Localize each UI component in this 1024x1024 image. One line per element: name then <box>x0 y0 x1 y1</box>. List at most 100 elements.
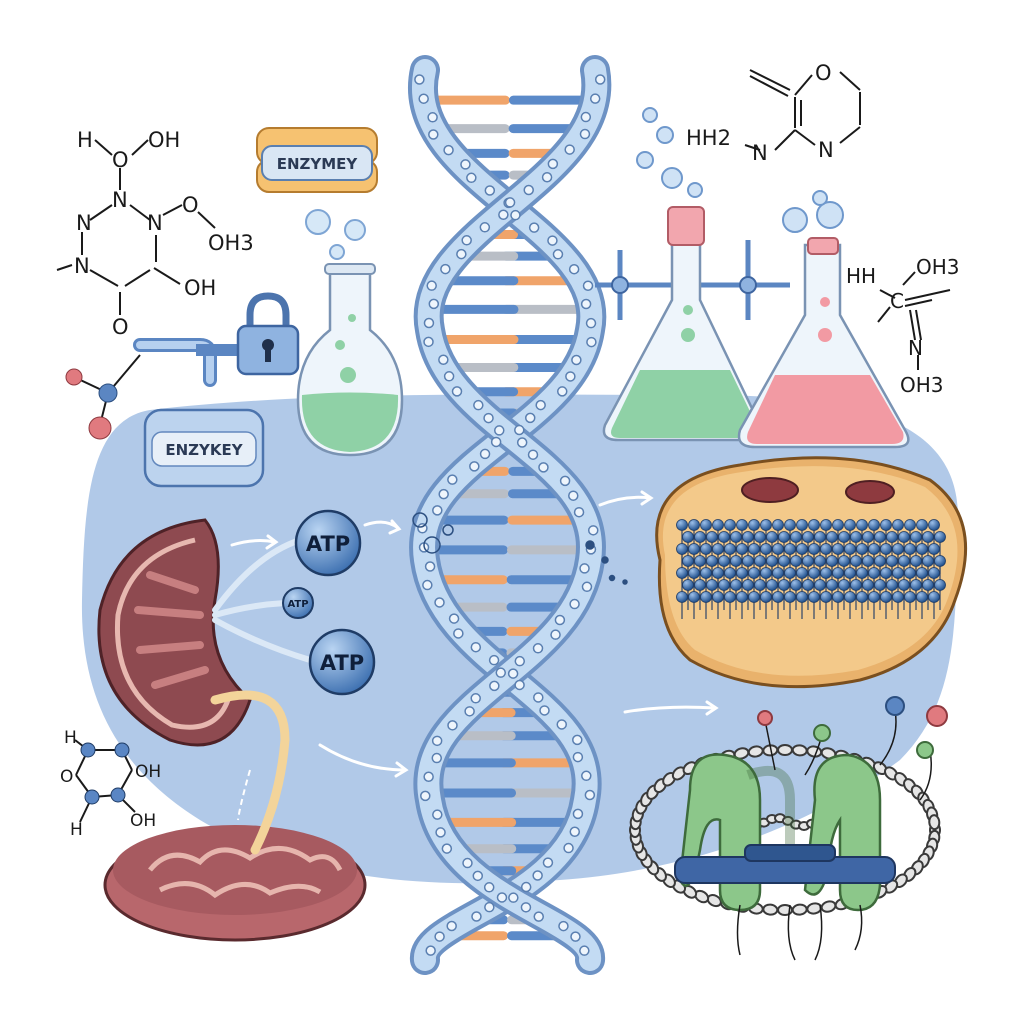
dna-bead <box>524 412 536 424</box>
mitochondrion-dish-icon <box>103 825 367 942</box>
lipid-head <box>832 519 844 531</box>
dna-bead <box>504 197 516 208</box>
chem-n: N <box>908 336 923 360</box>
lipid-head <box>850 531 862 543</box>
dna-bead <box>432 809 443 820</box>
lipid-head <box>748 567 760 579</box>
dna-bead <box>547 158 559 170</box>
dna-bead <box>428 298 440 310</box>
dna-bead <box>584 789 596 801</box>
dna-bead <box>569 598 580 610</box>
lipid-head <box>790 531 802 543</box>
atp-bubble-1: ATP <box>294 509 362 577</box>
lipid-head <box>784 519 796 531</box>
chain-link <box>777 744 793 756</box>
dna-bead <box>471 911 482 922</box>
lipid-head <box>928 543 940 555</box>
dna-bead <box>423 771 434 783</box>
lipid-head <box>844 567 856 579</box>
dna-bead <box>422 579 433 591</box>
protein-complex-icon <box>629 696 948 961</box>
lipid-head <box>826 555 838 567</box>
dna-bead <box>571 354 582 366</box>
dna-bead <box>573 506 585 518</box>
lipid-head <box>712 543 724 555</box>
dna-bead <box>469 461 480 472</box>
dna-bead <box>572 751 584 763</box>
dna-bead <box>484 185 496 196</box>
lipid-head <box>688 567 700 579</box>
dna-bead <box>434 931 445 942</box>
energy-flow-lines <box>212 537 313 663</box>
lipid-head <box>802 555 814 567</box>
chem-oh3: OH3 <box>916 255 960 279</box>
dna-bead <box>594 74 606 85</box>
lipid-head <box>796 543 808 555</box>
enzyme-label: ENZYMEY <box>277 155 359 173</box>
lipid-head <box>832 591 844 603</box>
lipid-head <box>742 555 754 567</box>
lipid-head <box>694 531 706 543</box>
chem-n: N <box>112 188 128 212</box>
lipid-head <box>784 591 796 603</box>
dna-bead <box>484 901 495 913</box>
dna-bead <box>490 436 502 448</box>
lipid-head <box>796 567 808 579</box>
dna-bead <box>428 129 439 140</box>
lipid-head <box>796 591 808 603</box>
lipid-head <box>928 591 940 603</box>
lipid-head <box>856 567 868 579</box>
lipid-head <box>874 579 886 591</box>
lipid-head <box>898 579 910 591</box>
lipid-head <box>880 519 892 531</box>
lipid-head <box>718 555 730 567</box>
arrow-icons <box>230 490 719 778</box>
lipid-head <box>808 591 820 603</box>
lipid-head <box>892 591 904 603</box>
lipid-head <box>748 519 760 531</box>
dna-bead <box>438 354 449 366</box>
dna-bead <box>508 892 519 903</box>
lipid-head <box>892 567 904 579</box>
lipid-head <box>712 591 724 603</box>
dna-bead <box>447 720 458 731</box>
lipid-head <box>898 531 910 543</box>
molecule-ball-structure <box>74 739 136 823</box>
chem-o: O <box>112 148 129 172</box>
lipid-head <box>748 591 760 603</box>
lipid-head <box>844 519 856 531</box>
dna-bead <box>528 222 540 233</box>
lipid-head <box>754 555 766 567</box>
lipid-head <box>856 591 868 603</box>
enzyme-key-label: ENZYKEY <box>165 441 243 459</box>
dna-bead <box>532 643 544 654</box>
dna-bead <box>431 735 443 747</box>
lipid-head <box>718 531 730 543</box>
dna-bead <box>438 488 449 500</box>
chain-link <box>762 903 779 916</box>
dna-bead <box>532 870 543 881</box>
lipid-head <box>760 567 772 579</box>
dna-bead <box>427 112 438 123</box>
dna-bead <box>453 628 464 639</box>
lipid-head <box>844 591 856 603</box>
dna-bead <box>552 249 564 260</box>
lipid-head <box>868 591 880 603</box>
lipid-head <box>892 519 904 531</box>
dna-bead <box>420 790 431 802</box>
dna-bead <box>563 842 574 854</box>
mitochondrion-icon <box>97 518 252 747</box>
chem-oh3: OH3 <box>208 231 254 255</box>
dna-bead <box>533 692 544 703</box>
lipid-head <box>712 519 724 531</box>
dna-bead <box>585 317 597 329</box>
lipid-head <box>904 519 916 531</box>
lipid-head <box>910 579 922 591</box>
dna-bead <box>414 74 425 85</box>
lipid-head <box>712 567 724 579</box>
dna-bead <box>488 654 500 666</box>
lipid-head <box>916 567 928 579</box>
dna-bead <box>473 399 484 411</box>
lipid-head <box>772 591 784 603</box>
lipid-head <box>886 555 898 567</box>
